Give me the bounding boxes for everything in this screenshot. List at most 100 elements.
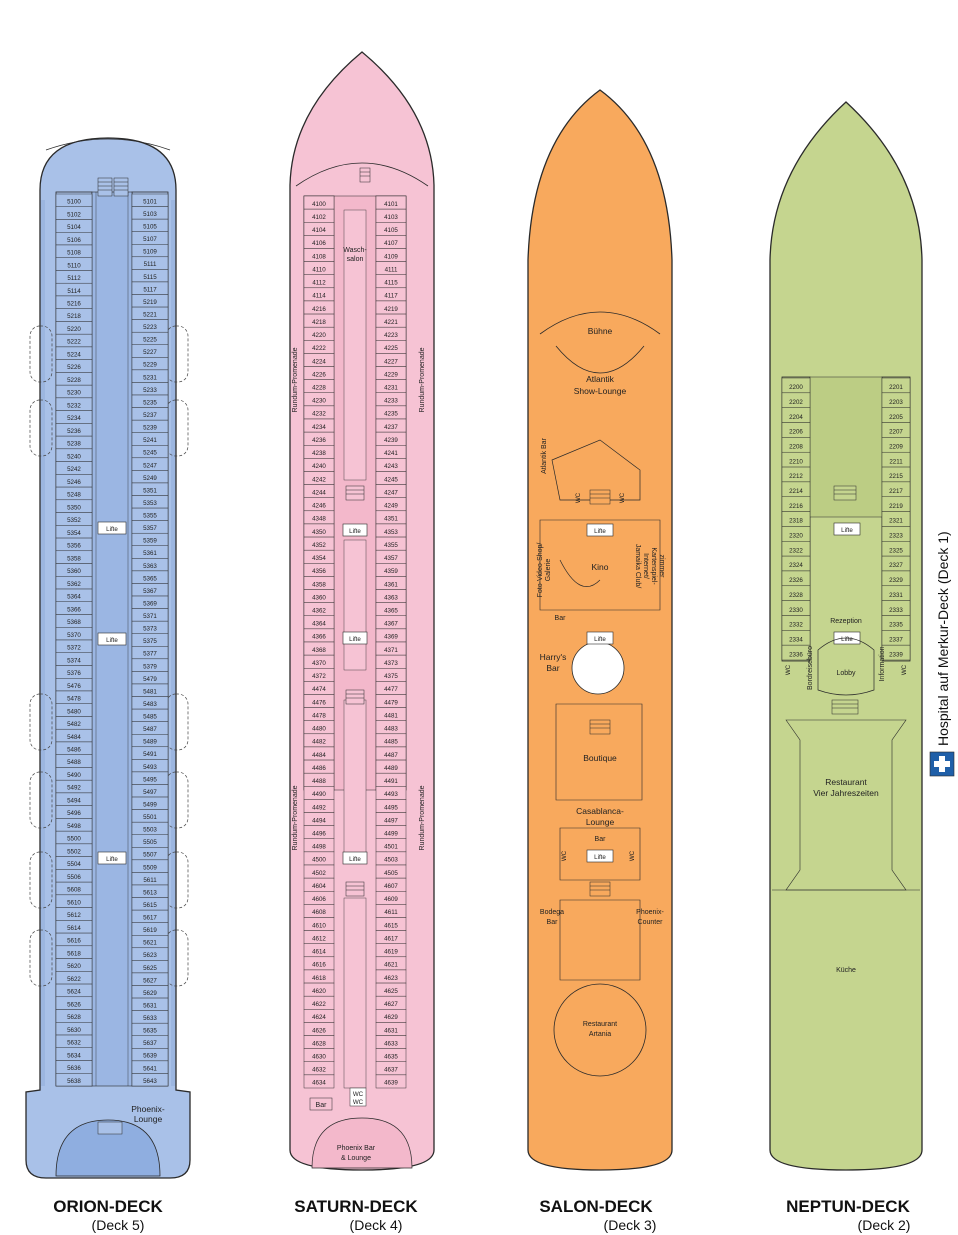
- cabin-number[interactable]: 4249: [384, 503, 398, 510]
- cabin-number[interactable]: 5628: [67, 1014, 81, 1021]
- cabin-number[interactable]: 5610: [67, 899, 81, 906]
- cabin-number[interactable]: 4234: [312, 424, 326, 431]
- cabin-number[interactable]: 4488: [312, 778, 326, 785]
- cabin-number[interactable]: 4224: [312, 358, 326, 365]
- cabin-number[interactable]: 2330: [789, 607, 803, 614]
- saturn-deck[interactable]: 4100410241044106410841104112411442164218…: [289, 51, 435, 1233]
- cabin-number[interactable]: 5353: [143, 500, 157, 507]
- cabin-number[interactable]: 4246: [312, 503, 326, 510]
- cabin-number[interactable]: 2323: [889, 533, 903, 540]
- cabin-number[interactable]: 2212: [789, 473, 803, 480]
- cabin-number[interactable]: 4623: [384, 975, 398, 982]
- cabin-number[interactable]: 4356: [312, 568, 326, 575]
- cabin-number[interactable]: 4243: [384, 463, 398, 470]
- cabin-number[interactable]: 5494: [67, 797, 81, 804]
- cabin-number[interactable]: 5235: [143, 399, 157, 406]
- cabin-number[interactable]: 5234: [67, 415, 81, 422]
- cabin-number[interactable]: 4231: [384, 384, 398, 391]
- cabin-number[interactable]: 5101: [143, 198, 157, 205]
- cabin-number[interactable]: 5622: [67, 976, 81, 983]
- cabin-number[interactable]: 4223: [384, 332, 398, 339]
- cabin-number[interactable]: 4483: [384, 726, 398, 733]
- cabin-number[interactable]: 4489: [384, 765, 398, 772]
- cabin-number[interactable]: 5500: [67, 836, 81, 843]
- cabin-number[interactable]: 5248: [67, 492, 81, 499]
- cabin-number[interactable]: 5476: [67, 683, 81, 690]
- cabin-number[interactable]: 4241: [384, 450, 398, 457]
- cabin-number[interactable]: 5630: [67, 1027, 81, 1034]
- cabin-number[interactable]: 5483: [143, 701, 157, 708]
- cabin-number[interactable]: 4619: [384, 949, 398, 956]
- cabin-number[interactable]: 5365: [143, 575, 157, 582]
- cabin-number[interactable]: 4604: [312, 883, 326, 890]
- cabin-number[interactable]: 5237: [143, 412, 157, 419]
- cabin-number[interactable]: 5492: [67, 785, 81, 792]
- cabin-number[interactable]: 4484: [312, 752, 326, 759]
- cabin-number[interactable]: 5503: [143, 827, 157, 834]
- cabin-number[interactable]: 5245: [143, 450, 157, 457]
- cabin-number[interactable]: 2322: [789, 547, 803, 554]
- cabin-number[interactable]: 4610: [312, 922, 326, 929]
- cabin-number[interactable]: 2329: [889, 577, 903, 584]
- cabin-number[interactable]: 4495: [384, 804, 398, 811]
- cabin-number[interactable]: 2333: [889, 607, 903, 614]
- cabin-number[interactable]: 4606: [312, 896, 326, 903]
- cabin-number[interactable]: 5222: [67, 339, 81, 346]
- cabin-number[interactable]: 5236: [67, 428, 81, 435]
- cabin-number[interactable]: 4492: [312, 804, 326, 811]
- cabin-number[interactable]: 2211: [889, 458, 903, 465]
- cabin-number[interactable]: 5242: [67, 466, 81, 473]
- cabin-number[interactable]: 5626: [67, 1001, 81, 1008]
- cabin-number[interactable]: 5359: [143, 538, 157, 545]
- cabin-number[interactable]: 5364: [67, 594, 81, 601]
- cabin-number[interactable]: 4358: [312, 581, 326, 588]
- cabin-number[interactable]: 2216: [789, 503, 803, 510]
- cabin-number[interactable]: 5616: [67, 938, 81, 945]
- cabin-number[interactable]: 4481: [384, 712, 398, 719]
- cabin-number[interactable]: 4220: [312, 332, 326, 339]
- cabin-number[interactable]: 4227: [384, 358, 398, 365]
- cabin-number[interactable]: 2201: [889, 384, 903, 391]
- cabin-number[interactable]: 5218: [67, 313, 81, 320]
- cabin-number[interactable]: 2328: [789, 592, 803, 599]
- cabin-number[interactable]: 4225: [384, 345, 398, 352]
- cabin-number[interactable]: 5376: [67, 670, 81, 677]
- cabin-number[interactable]: 4236: [312, 437, 326, 444]
- cabin-number[interactable]: 5370: [67, 632, 81, 639]
- cabin-number[interactable]: 5115: [143, 274, 157, 281]
- cabin-number[interactable]: 5360: [67, 568, 81, 575]
- cabin-number[interactable]: 5241: [143, 437, 157, 444]
- neptun-deck[interactable]: 2200220222042206220822102212221422162318…: [769, 101, 923, 1233]
- cabin-number[interactable]: 5229: [143, 362, 157, 369]
- cabin-number[interactable]: 5486: [67, 747, 81, 754]
- cabin-number[interactable]: 4505: [384, 870, 398, 877]
- cabin-number[interactable]: 4228: [312, 384, 326, 391]
- cabin-number[interactable]: 5618: [67, 950, 81, 957]
- cabin-number[interactable]: 4497: [384, 817, 398, 824]
- cabin-number[interactable]: 4222: [312, 345, 326, 352]
- cabin-number[interactable]: 4105: [384, 227, 398, 234]
- cabin-number[interactable]: 5223: [143, 324, 157, 331]
- cabin-number[interactable]: 5377: [143, 651, 157, 658]
- cabin-number[interactable]: 4362: [312, 607, 326, 614]
- cabin-number[interactable]: 5509: [143, 864, 157, 871]
- cabin-number[interactable]: 4371: [384, 647, 398, 654]
- cabin-number[interactable]: 5612: [67, 912, 81, 919]
- cabin-number[interactable]: 5632: [67, 1040, 81, 1047]
- cabin-number[interactable]: 4218: [312, 319, 326, 326]
- cabin-number[interactable]: 4360: [312, 594, 326, 601]
- cabin-number[interactable]: 4361: [384, 581, 398, 588]
- cabin-number[interactable]: 4639: [384, 1080, 398, 1087]
- cabin-number[interactable]: 2200: [789, 384, 803, 391]
- cabin-number[interactable]: 4616: [312, 962, 326, 969]
- cabin-number[interactable]: 5507: [143, 852, 157, 859]
- cabin-number[interactable]: 2335: [889, 622, 903, 629]
- cabin-number[interactable]: 5351: [143, 487, 157, 494]
- cabin-number[interactable]: 4367: [384, 621, 398, 628]
- cabin-number[interactable]: 4369: [384, 634, 398, 641]
- cabin-number[interactable]: 4611: [384, 909, 398, 916]
- cabin-number[interactable]: 5504: [67, 861, 81, 868]
- cabin-number[interactable]: 4493: [384, 791, 398, 798]
- cabin-number[interactable]: 4373: [384, 660, 398, 667]
- cabin-number[interactable]: 2217: [889, 488, 903, 495]
